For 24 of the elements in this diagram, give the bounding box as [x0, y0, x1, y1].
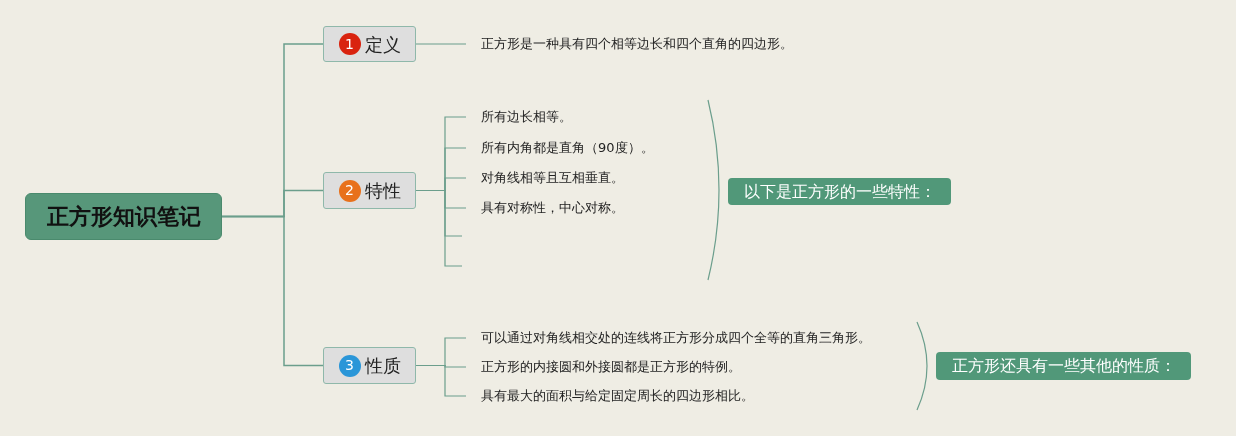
branch-text: 可以通过对角线相交处的连线将正方形分成四个全等的直角三角形。 — [466, 326, 906, 350]
branch-text: 正方形是一种具有四个相等边长和四个直角的四边形。 — [466, 32, 866, 56]
topic-box — [323, 172, 416, 209]
topic-label: 定义 — [364, 32, 401, 57]
connector-line — [221, 215, 324, 367]
branch-text: 具有对称性，中心对称。 — [466, 199, 696, 217]
connector-line — [415, 189, 463, 267]
connector-line — [415, 43, 467, 45]
number-badge: 1 — [338, 33, 361, 55]
topic-label: 特性 — [364, 179, 401, 203]
branch-text: 正方形的内接圆和外接圆都是正方形的特例。 — [466, 355, 906, 379]
topic-box — [323, 347, 416, 384]
root-topic-box: 正方形知识笔记 — [25, 193, 222, 240]
branch-text: 所有内角都是直角（90度）。 — [466, 136, 696, 160]
topic-box — [323, 26, 416, 62]
number-badge: 3 — [338, 354, 361, 377]
branch-text: 具有最大的面积与给定固定周长的四边形相比。 — [466, 384, 906, 408]
topic-label: 性质 — [364, 354, 401, 378]
summary-box: 以下是正方形的一些特性： — [728, 178, 951, 205]
branch-text: 所有边长相等。 — [466, 105, 696, 129]
connector-line — [415, 364, 467, 397]
number-badge: 2 — [338, 179, 361, 202]
branch-text: 对角线相等且互相垂直。 — [466, 166, 696, 190]
summary-box: 正方形还具有一些其他的性质： — [936, 352, 1191, 380]
